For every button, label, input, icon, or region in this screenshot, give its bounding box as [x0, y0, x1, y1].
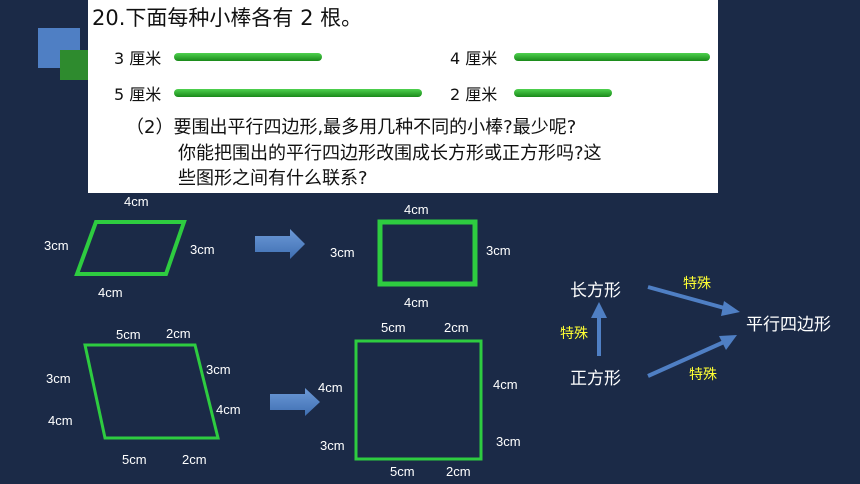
fig2-para-right-a: 3cm — [206, 362, 231, 377]
fig2-para-top-b: 2cm — [166, 326, 191, 341]
stick-5cm — [174, 89, 422, 97]
problem-title: 20.下面每种小棒各有 2 根。 — [92, 6, 363, 30]
fig2-square-left-b: 3cm — [320, 438, 345, 453]
stick-4cm — [514, 53, 710, 61]
stick-label-5cm: 5 厘米 — [114, 85, 162, 104]
fig2-square-bottom-a: 5cm — [390, 464, 415, 479]
relation-arrow-rect-to-para-head — [721, 301, 740, 316]
label-square: 正方形 — [570, 369, 621, 389]
fig2-square-top-a: 5cm — [381, 320, 406, 335]
stick-label-2cm: 2 厘米 — [450, 85, 498, 104]
fig2-square-right-a: 4cm — [493, 377, 518, 392]
fig1-rect-right: 3cm — [486, 243, 511, 258]
square-7 — [354, 339, 483, 461]
fig1-rect-top: 4cm — [404, 202, 429, 217]
fig2-para-left-a: 3cm — [46, 371, 71, 386]
fig2-para-bottom-a: 5cm — [122, 452, 147, 467]
relation-arrow-square-to-rect-head — [591, 302, 607, 318]
relation-arrow-square-to-para — [647, 340, 725, 378]
fig2-square-right-b: 3cm — [496, 434, 521, 449]
question-line-3: 些图形之间有什么联系? — [178, 168, 368, 189]
fig2-square-left-a: 4cm — [318, 380, 343, 395]
stick-3cm — [174, 53, 322, 61]
rectangle-3-4 — [377, 219, 478, 287]
transform-arrow-1 — [255, 229, 305, 259]
relation-arrow-rect-to-para — [647, 285, 729, 311]
fig1-para-bottom: 4cm — [98, 285, 123, 300]
transform-arrow-2 — [270, 388, 320, 416]
label-special-rect-para: 特殊 — [683, 276, 711, 292]
stick-2cm — [514, 89, 612, 97]
parallelogram-5-2 — [83, 343, 220, 440]
fig1-rect-bottom: 4cm — [404, 295, 429, 310]
fig2-para-left-b: 4cm — [48, 413, 73, 428]
fig2-square-bottom-b: 2cm — [446, 464, 471, 479]
stick-label-3cm: 3 厘米 — [114, 49, 162, 68]
fig1-para-right: 3cm — [190, 242, 215, 257]
fig2-para-top-a: 5cm — [116, 327, 141, 342]
label-special-square-rect: 特殊 — [560, 326, 588, 342]
question-line-2: 你能把围出的平行四边形改围成长方形或正方形吗?这 — [178, 143, 602, 164]
fig2-para-right-b: 4cm — [216, 402, 241, 417]
fig1-para-top: 4cm — [124, 194, 149, 209]
fig1-rect-left: 3cm — [330, 245, 355, 260]
stick-label-4cm: 4 厘米 — [450, 49, 498, 68]
fig1-para-left: 3cm — [44, 238, 69, 253]
problem-card: 20.下面每种小棒各有 2 根。 3 厘米 4 厘米 5 厘米 2 厘米 （2）… — [88, 0, 718, 193]
fig2-square-top-b: 2cm — [444, 320, 469, 335]
label-special-square-para: 特殊 — [689, 367, 717, 383]
label-parallelogram: 平行四边形 — [746, 315, 831, 335]
label-rectangle: 长方形 — [570, 281, 621, 301]
fig2-para-bottom-b: 2cm — [182, 452, 207, 467]
parallelogram-3-4 — [74, 220, 187, 276]
question-line-1: （2）要围出平行四边形,最多用几种不同的小棒?最少呢? — [126, 117, 577, 138]
relation-arrow-square-to-para-head — [719, 335, 737, 350]
